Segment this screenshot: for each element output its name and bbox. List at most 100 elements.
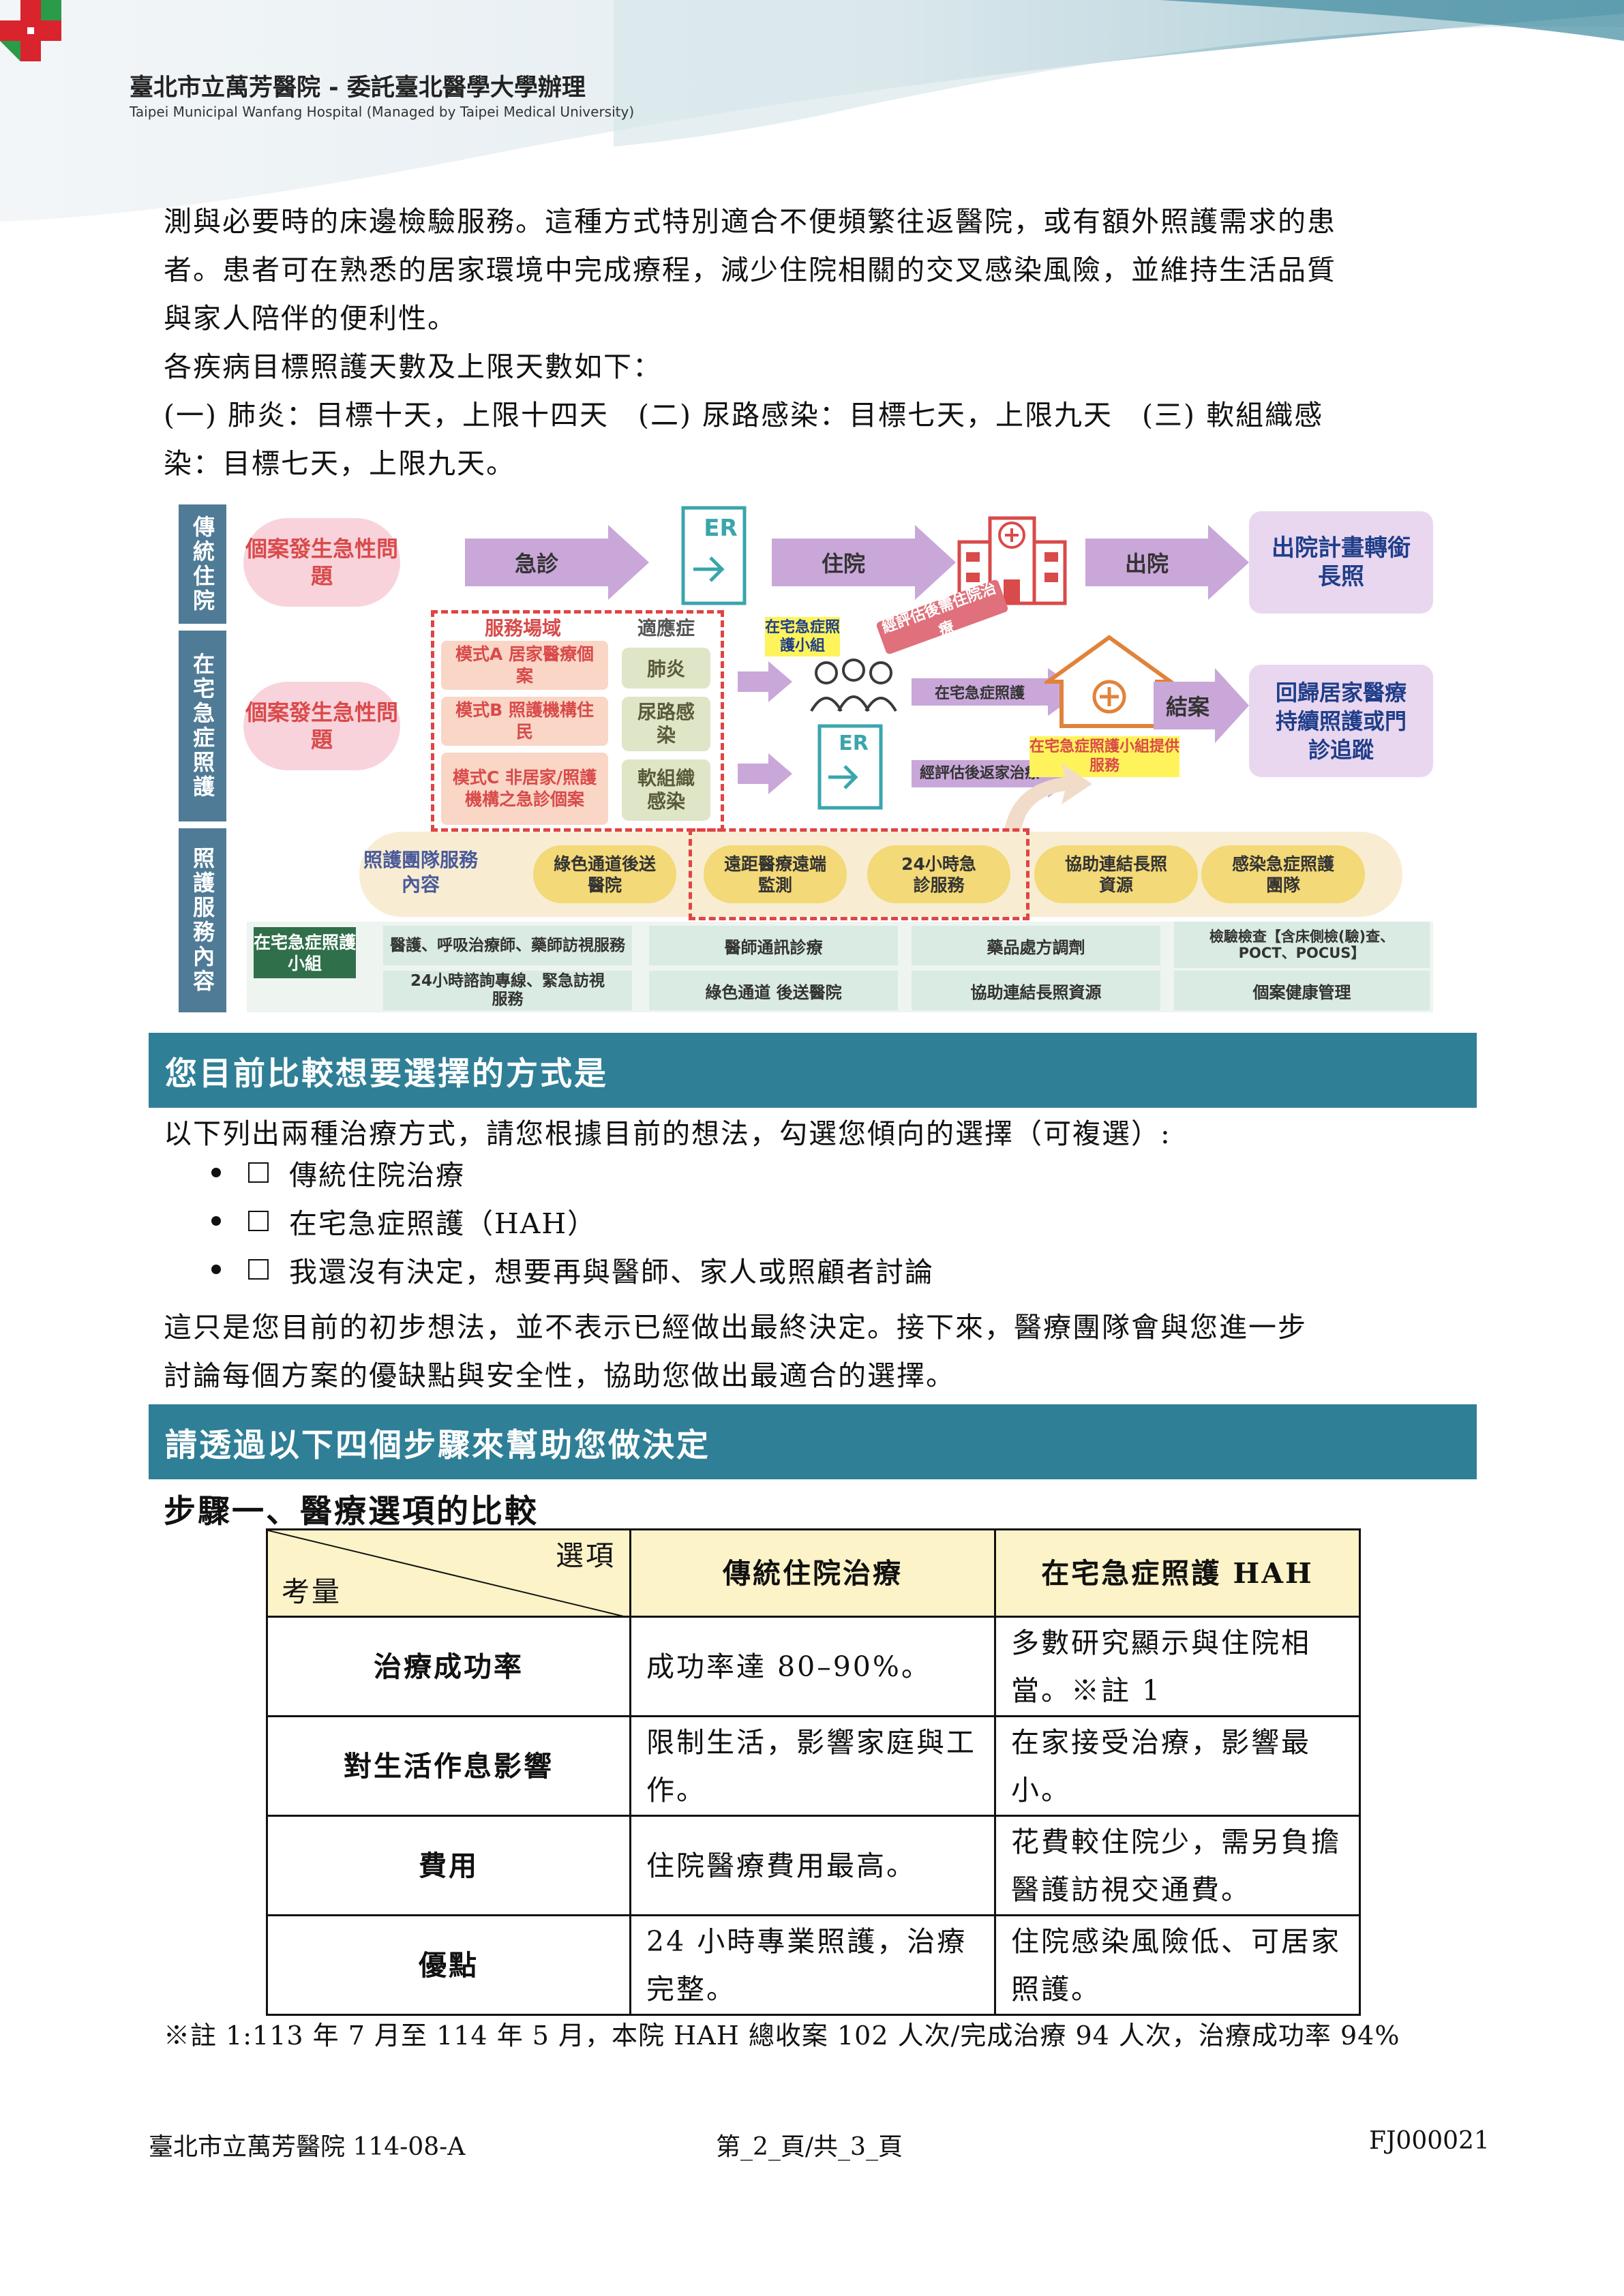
hah-service-tag: 在宅急症照護小組提供服務 [1029, 736, 1179, 777]
header-hah: 在宅急症照護 HAH [994, 1528, 1361, 1618]
care-pathway-diagram: 傳統住院 在宅急症照護 照護服務內容 個案發生急性問題 急診 ER 住院 出院 … [179, 504, 1433, 1012]
row-label: 對生活作息影響 [266, 1715, 631, 1817]
hospital-logo-icon [0, 0, 61, 61]
telehealth-frame [689, 828, 1029, 920]
team-cell: 綠色通道 後送醫院 [649, 971, 898, 1010]
step1-title: 步驟一、醫療選項的比較 [164, 1493, 539, 1530]
header-wave-background [0, 0, 1624, 222]
team-cell: 協助連結長照資源 [912, 971, 1160, 1010]
care-team-people-icon [810, 659, 897, 712]
indication-uti: 尿路感染 [622, 697, 710, 751]
bullet-icon [211, 1168, 221, 1177]
row1-admit-label: 住院 [821, 551, 865, 577]
table-row: 費用 住院醫療費用最高。 花費較住院少，需另負擔醫護訪視交通費。 [266, 1815, 1361, 1916]
mode-a: 模式A 居家醫療個案 [441, 641, 608, 690]
venue-indication-frame [431, 610, 724, 832]
row2-er-sign: ER [839, 731, 869, 755]
team-cell: 藥品處方調劑 [912, 926, 1160, 965]
cell-hah: 住院感染風險低、可居家照護。 [994, 1914, 1361, 2016]
cell-traditional: 住院醫療費用最高。 [629, 1815, 996, 1916]
section-choice-title: 您目前比較想要選擇的方式是 [149, 1033, 1477, 1108]
er-door-small-icon [817, 724, 883, 810]
venue-header: 服務場域 [484, 617, 561, 639]
cell-hah: 多數研究顯示與住院相當。※註 1 [994, 1616, 1361, 1717]
choice-intro: 以下列出兩種治療方式，請您根據目前的想法，勾選您傾向的選擇（可複選）: [164, 1117, 1171, 1150]
hah-arrow-label: 在宅急症照護 [934, 685, 1025, 702]
option-label: 在宅急症照護（HAH） [289, 1207, 597, 1240]
eval-home-label: 經評估後返家治療 [919, 765, 1040, 782]
option-hah[interactable]: 在宅急症照護（HAH） [164, 1200, 597, 1241]
cell-hah: 花費較住院少，需另負擔醫護訪視交通費。 [994, 1815, 1361, 1916]
row2-acute-problem: 個案發生急性問題 [243, 682, 400, 770]
row2-close-arrow-shape [1154, 668, 1249, 743]
row1-discharge-arrow-shape [1085, 525, 1249, 600]
checkbox-hah[interactable] [248, 1211, 269, 1231]
service-pill: 感染急症照護團隊 [1201, 845, 1365, 903]
cell-hah: 在家接受治療，影響最小。 [994, 1715, 1361, 1817]
comparison-table: 選項 考量 傳統住院治療 在宅急症照護 HAH 治療成功率 成功率達 80–90… [266, 1528, 1361, 2016]
footer-page-number: 第_2_頁/共_3_頁 [716, 2133, 903, 2161]
team-label: 在宅急症照護小組 [254, 927, 356, 978]
indication-soft-tissue: 軟組織感染 [622, 759, 710, 821]
team-cell: 個案健康管理 [1174, 971, 1430, 1010]
side-label-traditional: 傳統住院 [179, 504, 226, 624]
team-cell: 檢驗檢查【含床側檢(驗)查、POCT、POCUS】 [1174, 922, 1430, 968]
intro-line: 測與必要時的床邊檢驗服務。這種方式特別適合不便頻繁往返醫院，或有額外照護需求的患 [164, 205, 1336, 238]
hah-arrow-shape [912, 668, 1082, 716]
services-label: 照護團隊服務內容 [363, 849, 478, 896]
indication-pneumonia: 肺炎 [622, 648, 710, 689]
team-cell: 醫護、呼吸治療師、藥師訪視服務 [383, 926, 632, 965]
row2-arrow-upper [738, 661, 792, 702]
choice-note-line: 這只是您目前的初步想法，並不表示已經做出最終決定。接下來，醫療團隊會與您進一步 [164, 1311, 1307, 1344]
row1-acute-problem: 個案發生急性問題 [243, 518, 400, 607]
intro-line: 與家人陪伴的便利性。 [164, 302, 457, 335]
section-steps-title: 請透過以下四個步驟來幫助您做決定 [149, 1404, 1477, 1479]
option-undecided[interactable]: 我還沒有決定，想要再與醫師、家人或照顧者討論 [164, 1249, 934, 1290]
team-cell: 醫師通訊診療 [649, 926, 898, 965]
service-pill: 綠色通道後送醫院 [533, 845, 676, 903]
row1-er-label: 急診 [514, 551, 558, 577]
table-row: 對生活作息影響 限制生活，影響家庭與工作。 在家接受治療，影響最小。 [266, 1715, 1361, 1817]
row-label: 優點 [266, 1914, 631, 2016]
row1-er-sign: ER [704, 515, 738, 542]
hospital-building-icon [957, 516, 1067, 605]
row1-discharge-label: 出院 [1124, 551, 1169, 577]
row2-arrow-lower [738, 753, 792, 794]
option-traditional[interactable]: 傳統住院治療 [164, 1152, 465, 1193]
corner-bottom-label: 考量 [282, 1575, 342, 1608]
side-label-services: 照護服務內容 [179, 828, 226, 1012]
mode-c: 模式C 非居家/照護機構之急診個案 [441, 753, 608, 825]
row1-outcome-box: 出院計畫轉銜長照 [1249, 511, 1433, 614]
service-pill: 24小時急診服務 [867, 845, 1010, 903]
checkbox-undecided[interactable] [248, 1259, 269, 1280]
cell-traditional: 成功率達 80–90%。 [629, 1616, 996, 1717]
er-door-icon [681, 506, 747, 605]
footer-left: 臺北市立萬芳醫院 114-08-A [149, 2133, 466, 2161]
cell-traditional: 限制生活，影響家庭與工作。 [629, 1715, 996, 1817]
checkbox-traditional[interactable] [248, 1162, 269, 1183]
hah-team-tag: 在宅急症照護小組 [765, 617, 840, 656]
cell-traditional: 24 小時專業照護，治療完整。 [629, 1914, 996, 2016]
side-label-hah: 在宅急症照護 [179, 631, 226, 821]
service-pill: 遠距醫療遠端監測 [704, 845, 847, 903]
row1-admit-arrow-shape [772, 525, 956, 600]
row-label: 費用 [266, 1815, 631, 1916]
table-row: 治療成功率 成功率達 80–90%。 多數研究顯示與住院相當。※註 1 [266, 1616, 1361, 1717]
team-cell: 24小時諮詢專線、緊急訪視服務 [383, 971, 632, 1010]
service-pill: 協助連結長照資源 [1034, 845, 1198, 903]
hospital-name-en: Taipei Municipal Wanfang Hospital (Manag… [130, 104, 635, 120]
table-header-row: 選項 考量 傳統住院治療 在宅急症照護 HAH [266, 1528, 1361, 1618]
footer-form-code: FJ000021 [1369, 2127, 1490, 2155]
row2-close-label: 結案 [1165, 694, 1209, 720]
indication-header: 適應症 [637, 617, 695, 639]
intro-line: (一) 肺炎：目標十天，上限十四天 (二) 尿路感染：目標七天，上限九天 (三)… [164, 399, 1324, 432]
curved-return-arrow [1004, 764, 1092, 835]
page-header: 臺北市立萬芳醫院 - 委託臺北醫學大學辦理 Taipei Municipal W… [0, 0, 1624, 225]
intro-line: 染：目標七天，上限九天。 [164, 447, 515, 480]
row1-er-arrow-shape [465, 525, 649, 600]
bullet-icon [211, 1216, 221, 1226]
header-traditional: 傳統住院治療 [629, 1528, 996, 1618]
mode-b: 模式B 照護機構住民 [441, 697, 608, 746]
table-row: 優點 24 小時專業照護，治療完整。 住院感染風險低、可居家照護。 [266, 1914, 1361, 2016]
choice-note-line: 討論每個方案的優缺點與安全性，協助您做出最適合的選擇。 [164, 1359, 955, 1392]
